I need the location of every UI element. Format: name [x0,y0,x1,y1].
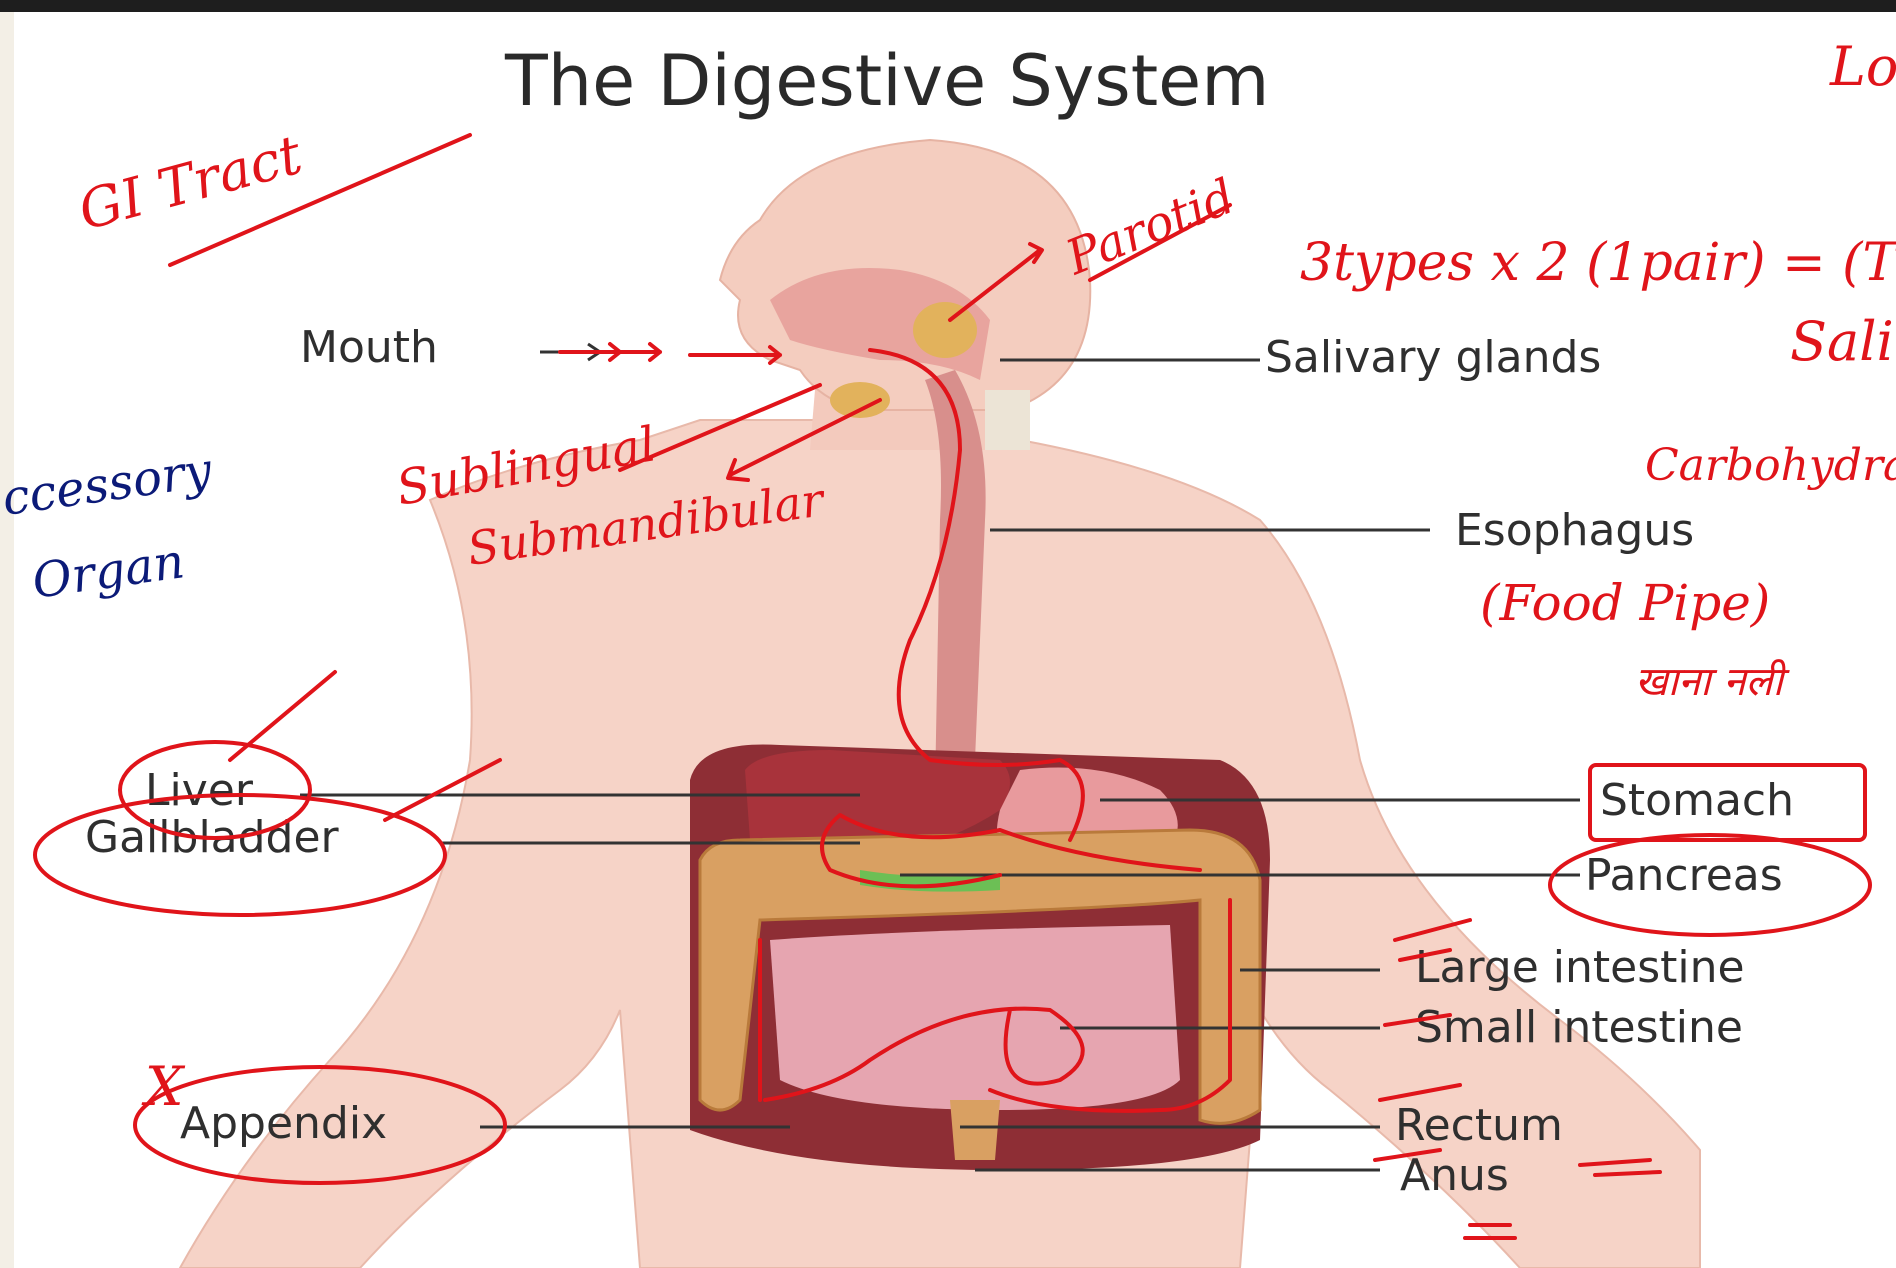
note-carbohydrate: Carbohydra [1645,440,1896,491]
spine-segment [985,390,1030,450]
label-appendix: Appendix [180,1098,387,1149]
label-salivary-glands: Salivary glands [1265,332,1601,383]
label-stomach: Stomach [1600,775,1794,826]
label-mouth: Mouth [300,322,438,373]
label-pancreas: Pancreas [1585,850,1783,901]
note-lock: Lock [1829,35,1896,98]
label-rectum: Rectum [1395,1100,1563,1151]
note-organ: Organ [29,533,188,610]
blue-annotations: ccessory Organ [0,442,216,610]
note-hindi: खाना नली [1635,659,1791,705]
label-large-intestine: Large intestine [1415,942,1745,993]
liver-check-marks [230,672,500,820]
parotid-gland [913,302,977,358]
note-parotid: Parotid [1058,168,1243,286]
diagram-title: The Digestive System [504,40,1269,122]
label-anus: Anus [1400,1150,1509,1201]
note-gi-tract: GI Tract [72,123,308,243]
note-food-pipe: (Food Pipe) [1480,574,1770,632]
rectum-organ [950,1100,1000,1160]
label-esophagus: Esophagus [1455,505,1694,556]
note-types: 3types x 2 (1pair) = (T= [1300,233,1896,293]
note-accessory: ccessory [0,442,216,527]
body-illustration [180,140,1700,1268]
label-liver: Liver [145,765,254,816]
note-sali: Sali [1790,310,1894,373]
label-small-intestine: Small intestine [1415,1002,1743,1053]
